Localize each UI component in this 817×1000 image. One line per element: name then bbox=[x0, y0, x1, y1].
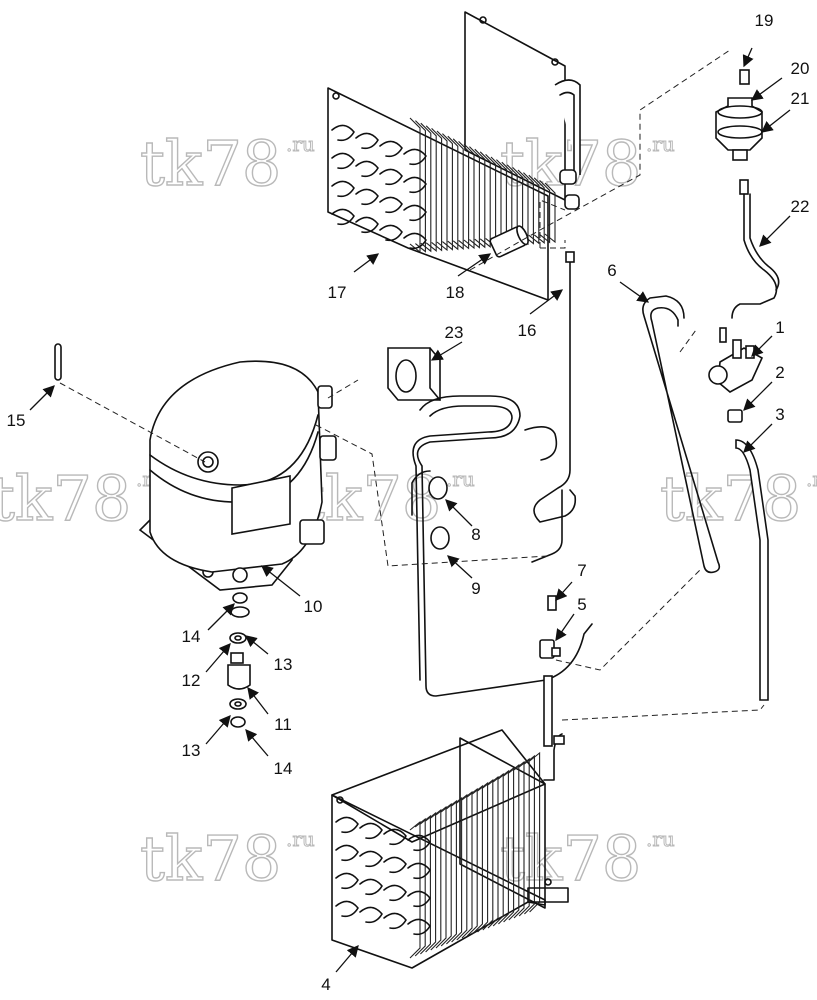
watermark-suffix: .ru bbox=[286, 132, 315, 156]
valve-1 bbox=[708, 327, 764, 423]
compressor-10 bbox=[138, 360, 337, 591]
callout-2: 2 bbox=[775, 363, 784, 382]
tube-16 bbox=[531, 257, 577, 563]
watermark-text: tk78 bbox=[660, 462, 801, 535]
callout-6: 6 bbox=[607, 261, 616, 280]
callout-5: 5 bbox=[577, 595, 586, 614]
tube-22 bbox=[731, 193, 778, 319]
callout-20: 20 bbox=[791, 59, 810, 78]
callout-13-top: 13 bbox=[274, 655, 293, 674]
callout-4: 4 bbox=[321, 975, 330, 994]
mount-kit bbox=[227, 592, 251, 728]
pin-15 bbox=[54, 343, 62, 381]
callout-14-bottom: 14 bbox=[274, 759, 293, 778]
watermark-suffix: .ru bbox=[646, 827, 675, 851]
evaporator-4 bbox=[331, 729, 569, 969]
callout-15: 15 bbox=[7, 411, 26, 430]
leader-lines bbox=[29, 47, 791, 973]
callout-21: 21 bbox=[791, 89, 810, 108]
watermark-suffix: .ru bbox=[286, 827, 315, 851]
callout-18: 18 bbox=[446, 283, 465, 302]
callout-8: 8 bbox=[471, 525, 480, 544]
bracket-23 bbox=[387, 347, 441, 401]
callout-1: 1 bbox=[775, 318, 784, 337]
callout-19: 19 bbox=[755, 11, 774, 30]
tube-6 bbox=[642, 295, 721, 574]
watermark-text: tk78 bbox=[0, 462, 131, 535]
callout-10: 10 bbox=[304, 597, 323, 616]
drier-18 bbox=[489, 225, 529, 258]
callout-labels: 19 20 21 22 1 2 3 6 23 16 17 18 15 8 9 1… bbox=[7, 11, 810, 994]
callout-16: 16 bbox=[518, 321, 537, 340]
callout-22: 22 bbox=[791, 197, 810, 216]
tube-7-fitting-5 bbox=[539, 595, 561, 747]
callout-9: 9 bbox=[471, 579, 480, 598]
callout-14-top: 14 bbox=[182, 627, 201, 646]
callout-3: 3 bbox=[775, 405, 784, 424]
watermark-suffix: .ru bbox=[646, 132, 675, 156]
watermark-text: tk78 bbox=[140, 822, 281, 895]
valve-19-20-21 bbox=[715, 69, 763, 195]
callout-23: 23 bbox=[445, 323, 464, 342]
watermark-suffix: .ru bbox=[806, 467, 817, 491]
callout-11: 11 bbox=[274, 715, 292, 734]
callout-17: 17 bbox=[328, 283, 347, 302]
watermark-text: tk78 bbox=[140, 127, 281, 200]
watermark-suffix: .ru bbox=[446, 467, 475, 491]
callout-13-bottom: 13 bbox=[182, 741, 201, 760]
dashed-connections bbox=[59, 49, 765, 721]
callout-7: 7 bbox=[577, 561, 586, 580]
callout-12: 12 bbox=[182, 671, 201, 690]
watermark-layer: tk78.rutk78.rutk78.rutk78.rutk78.rutk78.… bbox=[0, 126, 817, 895]
watermark-text: tk78 bbox=[500, 822, 641, 895]
condenser-17 bbox=[327, 11, 581, 301]
